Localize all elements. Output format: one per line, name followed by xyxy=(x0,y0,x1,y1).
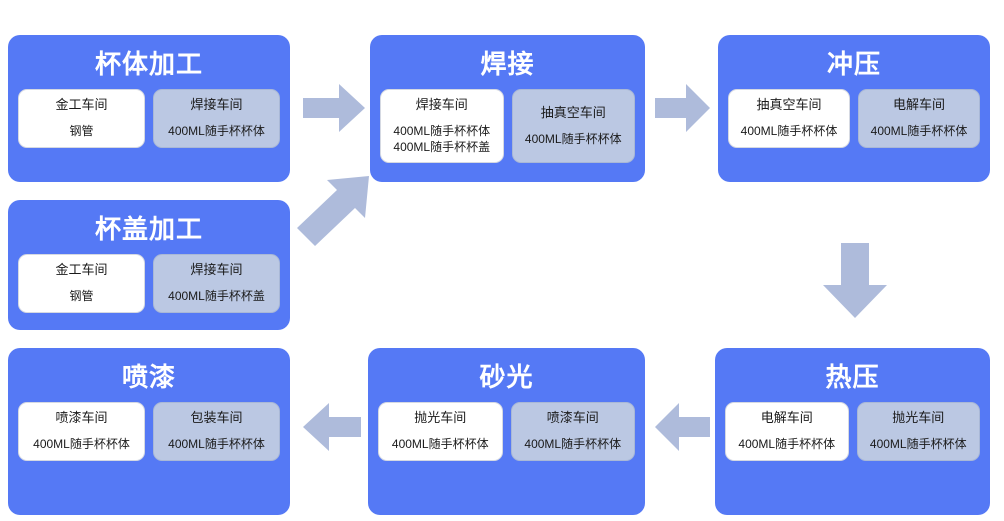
card-title: 热压 xyxy=(825,362,880,392)
arrow-left-icon-sanding-to-painting xyxy=(303,403,361,451)
workshop-name: 电解车间 xyxy=(892,97,945,112)
workshop-name: 电解车间 xyxy=(760,410,813,425)
card-title: 杯盖加工 xyxy=(94,214,203,244)
workshop-name: 抛光车间 xyxy=(414,410,467,425)
workshop-box[interactable]: 喷漆车间 400ML随手杯杯体 xyxy=(18,402,145,461)
card-workshop-boxes: 金工车间 钢管 焊接车间 400ML随手杯杯盖 xyxy=(8,254,290,327)
workshop-items: 400ML随手杯杯体 xyxy=(168,437,265,453)
workshop-box[interactable]: 金工车间 钢管 xyxy=(18,254,145,313)
card-workshop-boxes: 焊接车间 400ML随手杯杯体 400ML随手杯杯盖 抽真空车间 400ML随手… xyxy=(370,89,645,177)
workshop-item: 400ML随手杯杯体 xyxy=(869,437,967,452)
workshop-item: 钢管 xyxy=(69,289,94,304)
workshop-item: 400ML随手杯杯体 xyxy=(391,437,489,452)
workshop-box[interactable]: 抛光车间 400ML随手杯杯体 xyxy=(378,402,503,461)
workshop-items: 400ML随手杯杯体 xyxy=(871,124,968,140)
card-title: 喷漆 xyxy=(121,362,176,392)
workshop-box[interactable]: 电解车间 400ML随手杯杯体 xyxy=(725,402,849,461)
arrow-right-icon-welding-to-stamping xyxy=(655,84,710,132)
workshop-items: 400ML随手杯杯体 xyxy=(741,124,838,140)
process-card-sanding[interactable]: 砂光 抛光车间 400ML随手杯杯体 喷漆车间 400ML随手杯杯体 xyxy=(368,348,645,515)
arrow-right-icon-cup-body-to-welding xyxy=(303,84,365,132)
workshop-items: 钢管 xyxy=(69,289,93,305)
workshop-name: 抛光车间 xyxy=(892,410,945,425)
workshop-box[interactable]: 抛光车间 400ML随手杯杯体 xyxy=(856,402,980,461)
process-card-hot-pressing[interactable]: 热压 电解车间 400ML随手杯杯体 抛光车间 400ML随手杯杯体 xyxy=(715,348,990,515)
card-title: 冲压 xyxy=(826,49,881,79)
arrow-down-icon-stamping-to-hot-pressing xyxy=(823,243,887,318)
workshop-name: 焊接车间 xyxy=(190,97,243,112)
workshop-name: 包装车间 xyxy=(190,410,243,425)
workshop-name: 金工车间 xyxy=(55,262,108,277)
card-workshop-boxes: 抛光车间 400ML随手杯杯体 喷漆车间 400ML随手杯杯体 xyxy=(368,402,645,475)
card-title: 杯体加工 xyxy=(94,49,203,79)
workshop-items: 钢管 xyxy=(69,124,93,140)
workshop-items: 400ML随手杯杯体 xyxy=(525,132,622,148)
workshop-name: 焊接车间 xyxy=(415,97,468,112)
workshop-name: 喷漆车间 xyxy=(546,410,599,425)
workshop-items: 400ML随手杯杯体 xyxy=(168,124,265,140)
workshop-items: 400ML随手杯杯体 400ML随手杯杯盖 xyxy=(393,124,490,155)
workshop-items: 400ML随手杯杯体 xyxy=(33,437,130,453)
workshop-name: 抽真空车间 xyxy=(540,104,606,120)
process-card-stamping[interactable]: 冲压 抽真空车间 400ML随手杯杯体 电解车间 400ML随手杯杯体 xyxy=(718,35,990,182)
workshop-box[interactable]: 喷漆车间 400ML随手杯杯体 xyxy=(510,402,635,461)
workshop-item: 400ML随手杯杯体 xyxy=(33,437,130,452)
workshop-box[interactable]: 金工车间 钢管 xyxy=(18,89,145,148)
workshop-item: 400ML随手杯杯盖 xyxy=(393,139,491,154)
workshop-box[interactable]: 焊接车间 400ML随手杯杯体 xyxy=(153,89,280,148)
process-card-painting[interactable]: 喷漆 喷漆车间 400ML随手杯杯体 包装车间 400ML随手杯杯体 xyxy=(8,348,290,515)
card-workshop-boxes: 抽真空车间 400ML随手杯杯体 电解车间 400ML随手杯杯体 xyxy=(718,89,990,162)
workshop-item: 400ML随手杯杯体 xyxy=(524,437,622,452)
workshop-name: 焊接车间 xyxy=(190,262,243,277)
workshop-name: 喷漆车间 xyxy=(55,410,108,425)
workshop-box[interactable]: 抽真空车间 400ML随手杯杯体 xyxy=(728,89,850,148)
workshop-items: 400ML随手杯杯体 xyxy=(524,437,621,453)
card-title: 焊接 xyxy=(480,49,535,79)
workshop-item: 钢管 xyxy=(69,124,94,139)
workshop-item: 400ML随手杯杯体 xyxy=(524,132,622,147)
arrow-left-icon-hot-pressing-to-sanding xyxy=(655,403,710,451)
workshop-item: 400ML随手杯杯体 xyxy=(740,124,838,139)
card-workshop-boxes: 金工车间 钢管 焊接车间 400ML随手杯杯体 xyxy=(8,89,290,162)
process-card-cup-lid-processing[interactable]: 杯盖加工 金工车间 钢管 焊接车间 400ML随手杯杯盖 xyxy=(8,200,290,330)
workshop-items: 400ML随手杯杯盖 xyxy=(168,289,265,305)
process-card-welding[interactable]: 焊接 焊接车间 400ML随手杯杯体 400ML随手杯杯盖 抽真空车间 400M… xyxy=(370,35,645,182)
workshop-box[interactable]: 焊接车间 400ML随手杯杯体 400ML随手杯杯盖 xyxy=(380,89,504,164)
workshop-items: 400ML随手杯杯体 xyxy=(738,437,835,453)
card-workshop-boxes: 喷漆车间 400ML随手杯杯体 包装车间 400ML随手杯杯体 xyxy=(8,402,290,475)
workshop-box[interactable]: 包装车间 400ML随手杯杯体 xyxy=(153,402,280,461)
workshop-item: 400ML随手杯杯体 xyxy=(168,124,265,139)
process-card-cup-body-processing[interactable]: 杯体加工 金工车间 钢管 焊接车间 400ML随手杯杯体 xyxy=(8,35,290,182)
workshop-items: 400ML随手杯杯体 xyxy=(392,437,489,453)
card-workshop-boxes: 电解车间 400ML随手杯杯体 抛光车间 400ML随手杯杯体 xyxy=(715,402,990,475)
workshop-name: 金工车间 xyxy=(55,97,108,112)
workshop-items: 400ML随手杯杯体 xyxy=(870,437,967,453)
workshop-name: 抽真空车间 xyxy=(756,97,822,112)
arrow-up-right-icon-cup-lid-to-welding xyxy=(297,172,375,250)
workshop-item: 400ML随手杯杯体 xyxy=(738,437,836,452)
workshop-box[interactable]: 电解车间 400ML随手杯杯体 xyxy=(858,89,980,148)
card-title: 砂光 xyxy=(479,362,534,392)
workshop-item: 400ML随手杯杯体 xyxy=(870,124,968,139)
workshop-item: 400ML随手杯杯体 xyxy=(393,124,491,139)
workshop-box[interactable]: 抽真空车间 400ML随手杯杯体 xyxy=(511,89,635,164)
workshop-item: 400ML随手杯杯盖 xyxy=(168,289,265,304)
workshop-item: 400ML随手杯杯体 xyxy=(168,437,265,452)
workshop-box[interactable]: 焊接车间 400ML随手杯杯盖 xyxy=(153,254,280,313)
